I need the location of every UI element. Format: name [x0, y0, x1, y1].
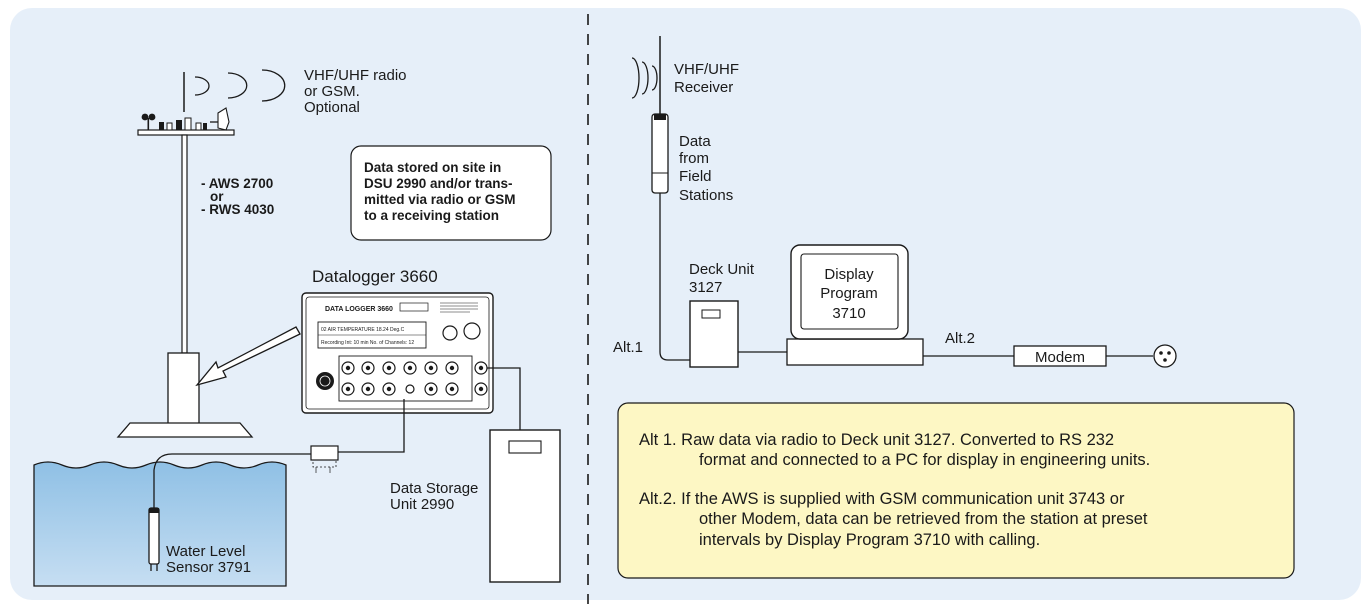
datalogger-3660: DATA LOGGER 3660 02 AIR TEMPERATURE 18.2… — [301, 292, 494, 414]
datalogger-brand: DATA LOGGER 3660 — [325, 306, 393, 313]
radio-label-line2: or GSM. — [304, 83, 360, 100]
receiver-label-line1: VHF/UHF — [674, 61, 739, 78]
storage-note-line2: DSU 2990 and/or trans- — [364, 176, 513, 191]
display-program-line3: 3710 — [832, 305, 865, 322]
sensor-crossarm — [137, 129, 235, 136]
pc-base — [786, 338, 924, 366]
dsu-cable — [487, 367, 521, 430]
dsu-label-line1: Data Storage — [390, 480, 478, 497]
pc-workstation — [786, 244, 924, 366]
receiver-cable — [659, 193, 690, 361]
station-base — [167, 352, 200, 426]
display-program-line1: Display — [824, 266, 874, 283]
data-from-line1: Data — [679, 133, 711, 150]
note-alt1-line1: Alt 1. Raw data via radio to Deck unit 3… — [639, 431, 1114, 449]
pc-screen — [800, 253, 899, 330]
radio-waves-icon — [194, 69, 286, 102]
sensor-cable — [338, 399, 405, 453]
storage-note-line3: mitted via radio or GSM — [364, 192, 516, 207]
junction-box — [310, 445, 339, 461]
power-connector — [316, 372, 334, 390]
weather-station — [116, 69, 286, 438]
note-alt2-line3: intervals by Display Program 3710 with c… — [699, 531, 1040, 549]
datalogger-title: Datalogger 3660 — [312, 267, 438, 286]
alt1-label: Alt.1 — [613, 339, 643, 356]
wind-sensors-icon — [141, 107, 230, 131]
station-model-aws: - AWS 2700 — [201, 176, 273, 191]
data-storage-unit — [489, 429, 561, 583]
water-body — [33, 461, 287, 587]
station-foundation — [116, 422, 254, 438]
storage-note-line1: Data stored on site in — [364, 160, 501, 175]
station-mast — [181, 134, 188, 354]
phone-socket-icon — [1153, 344, 1177, 368]
note-alt2-line1: Alt.2. If the AWS is supplied with GSM c… — [639, 490, 1125, 508]
data-from-line3: Field — [679, 168, 712, 185]
dsu-label-line2: Unit 2990 — [390, 496, 454, 513]
water-sensor-cable — [153, 453, 311, 508]
storage-note-line4: to a receiving station — [364, 208, 499, 223]
datalogger-display-line1: 02 AIR TEMPERATURE 18.24 Deg.C — [321, 327, 405, 333]
water-level-sensor — [148, 507, 160, 571]
station-model-rws: - RWS 4030 — [201, 202, 274, 217]
notes-box — [617, 402, 1295, 579]
note-alt2-line2: other Modem, data can be retrieved from … — [699, 510, 1148, 528]
sensor-label-line1: Water Level — [166, 543, 245, 560]
dsu-display — [508, 440, 542, 454]
data-from-line2: from — [679, 150, 709, 167]
radio-label-line1: VHF/UHF radio — [304, 67, 407, 84]
receiver-waves-icon — [631, 57, 658, 99]
datalogger-knob-right — [463, 322, 481, 340]
display-program-line2: Program — [820, 285, 878, 302]
datalogger-display-line2: Recording Int: 10 min No. of Channels: 1… — [321, 340, 414, 346]
deck-unit-display — [701, 309, 721, 319]
modem-label: Modem — [1035, 349, 1085, 366]
sensor-label-line2: Sensor 3791 — [166, 559, 251, 576]
alt2-label: Alt.2 — [945, 330, 975, 347]
note-alt1-line2: format and connected to a PC for display… — [699, 451, 1150, 469]
storage-note-box — [350, 145, 552, 241]
deck-unit-label-line1: Deck Unit — [689, 261, 755, 278]
vhf-receiver — [651, 113, 669, 194]
station-model-or: or — [210, 189, 224, 204]
deck-unit-label-line2: 3127 — [689, 279, 722, 296]
datalogger-knob-left — [442, 325, 458, 341]
mount-arrow-icon — [195, 326, 301, 387]
radio-label-line3: Optional — [304, 99, 360, 116]
receiver-label-line2: Receiver — [674, 79, 733, 96]
data-from-line4: Stations — [679, 187, 733, 204]
